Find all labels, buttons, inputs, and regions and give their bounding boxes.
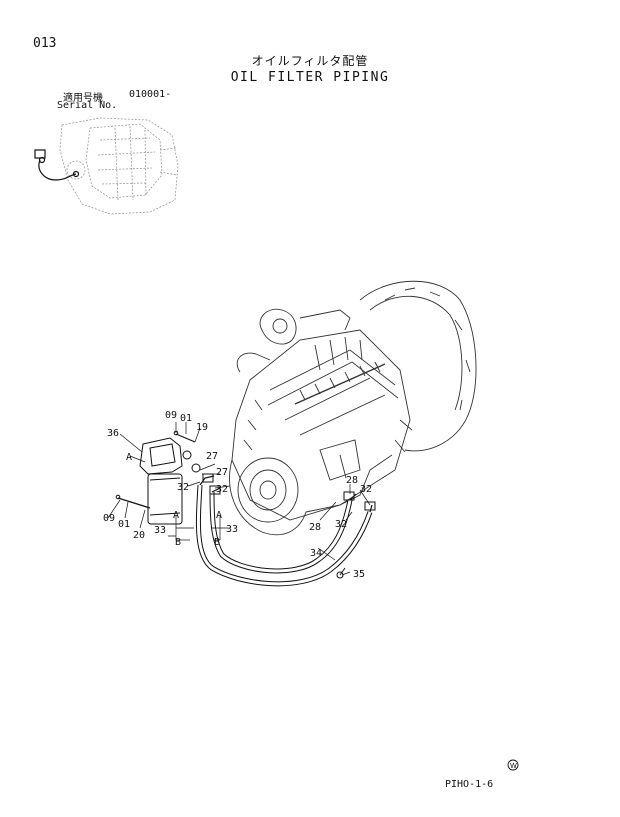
title-english: OIL FILTER PIPING (230, 70, 390, 85)
callout-33-left: 33 (154, 525, 166, 536)
callout-28-upper: 28 (346, 475, 358, 486)
callout-19: 19 (196, 422, 208, 433)
callout-33-right: 33 (226, 524, 238, 535)
page-number: 013 (33, 36, 57, 51)
publisher-stamp-logo: W (507, 759, 519, 771)
callout-20: 20 (133, 530, 145, 541)
callout-34: 34 (310, 548, 322, 559)
callout-09-lower: 09 (103, 513, 115, 524)
callout-a-hose-right: A (216, 510, 222, 521)
title-japanese: オイルフィルタ配管 (251, 54, 369, 68)
callout-09-upper: 09 (165, 410, 177, 421)
serial-number-value: 010001- (129, 89, 172, 100)
callout-b-left: B (175, 537, 181, 548)
thumbnail-engine-illustration (59, 117, 179, 215)
callout-36: 36 (107, 428, 119, 439)
callout-a-hose-left: A (173, 510, 179, 521)
engine-block-illustration (229, 280, 477, 536)
document-code: PIHO-1-6 (445, 779, 494, 790)
callout-01-upper: 01 (180, 413, 192, 424)
callout-32-left: 32 (177, 482, 189, 493)
serial-label-japanese: 適用号機 (63, 93, 103, 104)
callout-labels: 09 01 19 36 A 27 27 32 32 28 32 09 01 20… (103, 410, 372, 580)
callout-32-right: 32 (360, 484, 372, 495)
callout-27-lower: 27 (216, 467, 228, 478)
leader-lines (107, 422, 371, 576)
oil-hoses (195, 473, 376, 587)
callout-a-left: A (126, 452, 132, 463)
callout-32-mid: 32 (216, 484, 228, 495)
thumbnail-highlight-hose (34, 149, 80, 181)
stamp-glyph: W (510, 762, 517, 770)
callout-35: 35 (353, 569, 365, 580)
oil-filter-assembly (115, 430, 201, 525)
serial-label-english: Serial No. (57, 100, 118, 111)
callout-27-upper: 27 (206, 451, 218, 462)
callout-01-lower: 01 (118, 519, 130, 530)
callout-28-lower: 28 (309, 522, 321, 533)
callout-32-lower: 32 (335, 519, 347, 530)
callout-b-right: B (214, 537, 220, 548)
